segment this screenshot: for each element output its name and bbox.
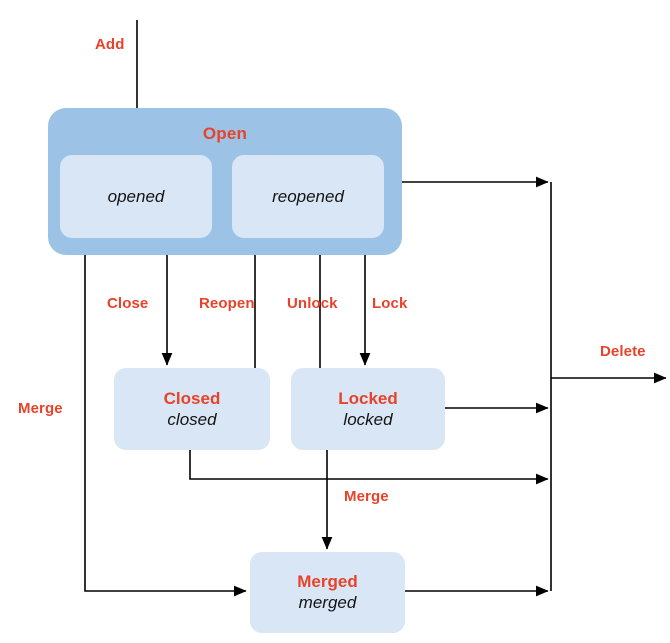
edge-label-unlock: Unlock bbox=[287, 295, 338, 312]
edge-label-lock: Lock bbox=[372, 295, 408, 312]
state-reopened-label: reopened bbox=[272, 186, 344, 206]
edge-label-add: Add bbox=[95, 36, 125, 53]
state-opened[interactable]: opened bbox=[60, 155, 212, 238]
group-open-title: Open bbox=[202, 124, 248, 143]
edge-label-merge-mid: Merge bbox=[344, 488, 389, 505]
state-closed[interactable]: Closed closed bbox=[114, 368, 270, 450]
edge-label-close: Close bbox=[107, 295, 149, 312]
state-merged[interactable]: Merged merged bbox=[250, 552, 405, 633]
edge-label-reopen: Reopen bbox=[199, 295, 255, 312]
state-locked[interactable]: Locked locked bbox=[291, 368, 445, 450]
state-locked-title: Locked bbox=[338, 388, 398, 408]
state-reopened[interactable]: reopened bbox=[232, 155, 384, 238]
edge-label-delete: Delete bbox=[600, 343, 646, 360]
state-merged-slug: merged bbox=[298, 593, 357, 612]
edge-label-merge-open: Merge bbox=[18, 400, 63, 417]
edge-closed-to-collector bbox=[189, 450, 549, 485]
state-closed-slug: closed bbox=[167, 409, 217, 429]
state-opened-label: opened bbox=[107, 186, 165, 206]
state-closed-title: Closed bbox=[163, 388, 221, 408]
state-locked-slug: locked bbox=[343, 409, 393, 429]
state-merged-title: Merged bbox=[297, 572, 358, 591]
